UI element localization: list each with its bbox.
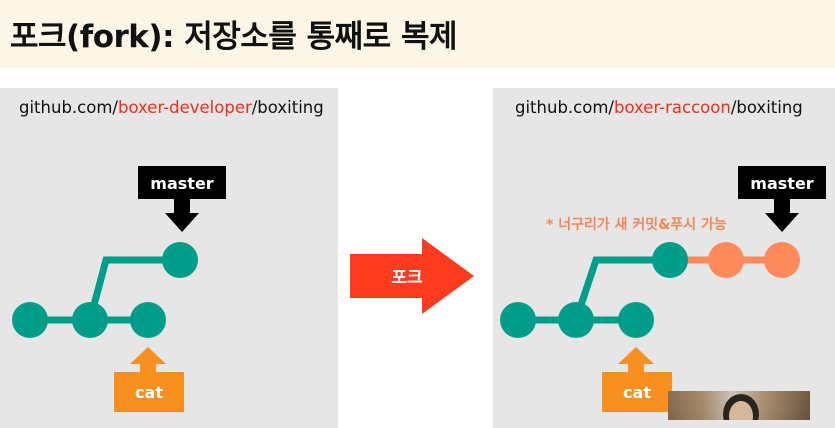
original-repo-panel: github.com/boxer-developer/boxiting [0,88,338,428]
cat-label: cat [623,383,651,402]
original-repo-url: github.com/boxer-developer/boxiting [19,98,324,117]
presenter-face [729,401,753,420]
master-pointer: master [138,166,226,232]
commit-node [500,302,536,338]
commit-node [130,302,166,338]
master-arrow [765,199,799,232]
fork-label: 포크 [391,268,423,288]
webcam-overlay [668,391,810,420]
master-arrow [165,199,199,232]
forked-repo-url: github.com/boxer-raccoon/boxiting [515,98,803,117]
cat-label: cat [135,383,163,402]
branch-edge [86,256,180,321]
commit-node [618,302,654,338]
cat-arrow [130,347,166,372]
commit-node [558,302,594,338]
commit-node [652,242,688,278]
master-label-box [138,166,226,199]
fork-arrow-shape [350,238,474,314]
url-user: boxer-raccoon [613,98,731,117]
new-commit-node [708,242,744,278]
master-label: master [750,174,813,193]
master-label-box [738,166,826,199]
title-bar: 포크(fork): 저장소를 통째로 복제 [0,0,835,68]
url-prefix: github.com/ [19,98,118,117]
fork-arrow: 포크 [350,238,474,314]
original-commit-graph [12,242,198,338]
page-title: 포크(fork): 저장소를 통째로 복제 [10,19,458,55]
url-suffix: /boxiting [251,98,324,117]
commit-node [72,302,108,338]
master-pointer: master [738,166,826,232]
cat-pointer: cat [114,347,184,412]
cat-label-box [602,372,672,412]
commit-node [162,242,198,278]
forked-commit-graph [500,242,800,338]
commit-node [12,302,48,338]
branch-edge [572,256,670,322]
cat-arrow [618,347,654,372]
master-label: master [150,174,213,193]
url-prefix: github.com/ [515,98,614,117]
url-user: boxer-developer [117,98,252,117]
url-suffix: /boxiting [730,98,803,117]
new-commit-node [764,242,800,278]
new-commit-note: * 너구리가 새 커밋&푸시 가능 [546,216,727,233]
cat-label-box [114,372,184,412]
cat-pointer: cat [602,347,672,412]
